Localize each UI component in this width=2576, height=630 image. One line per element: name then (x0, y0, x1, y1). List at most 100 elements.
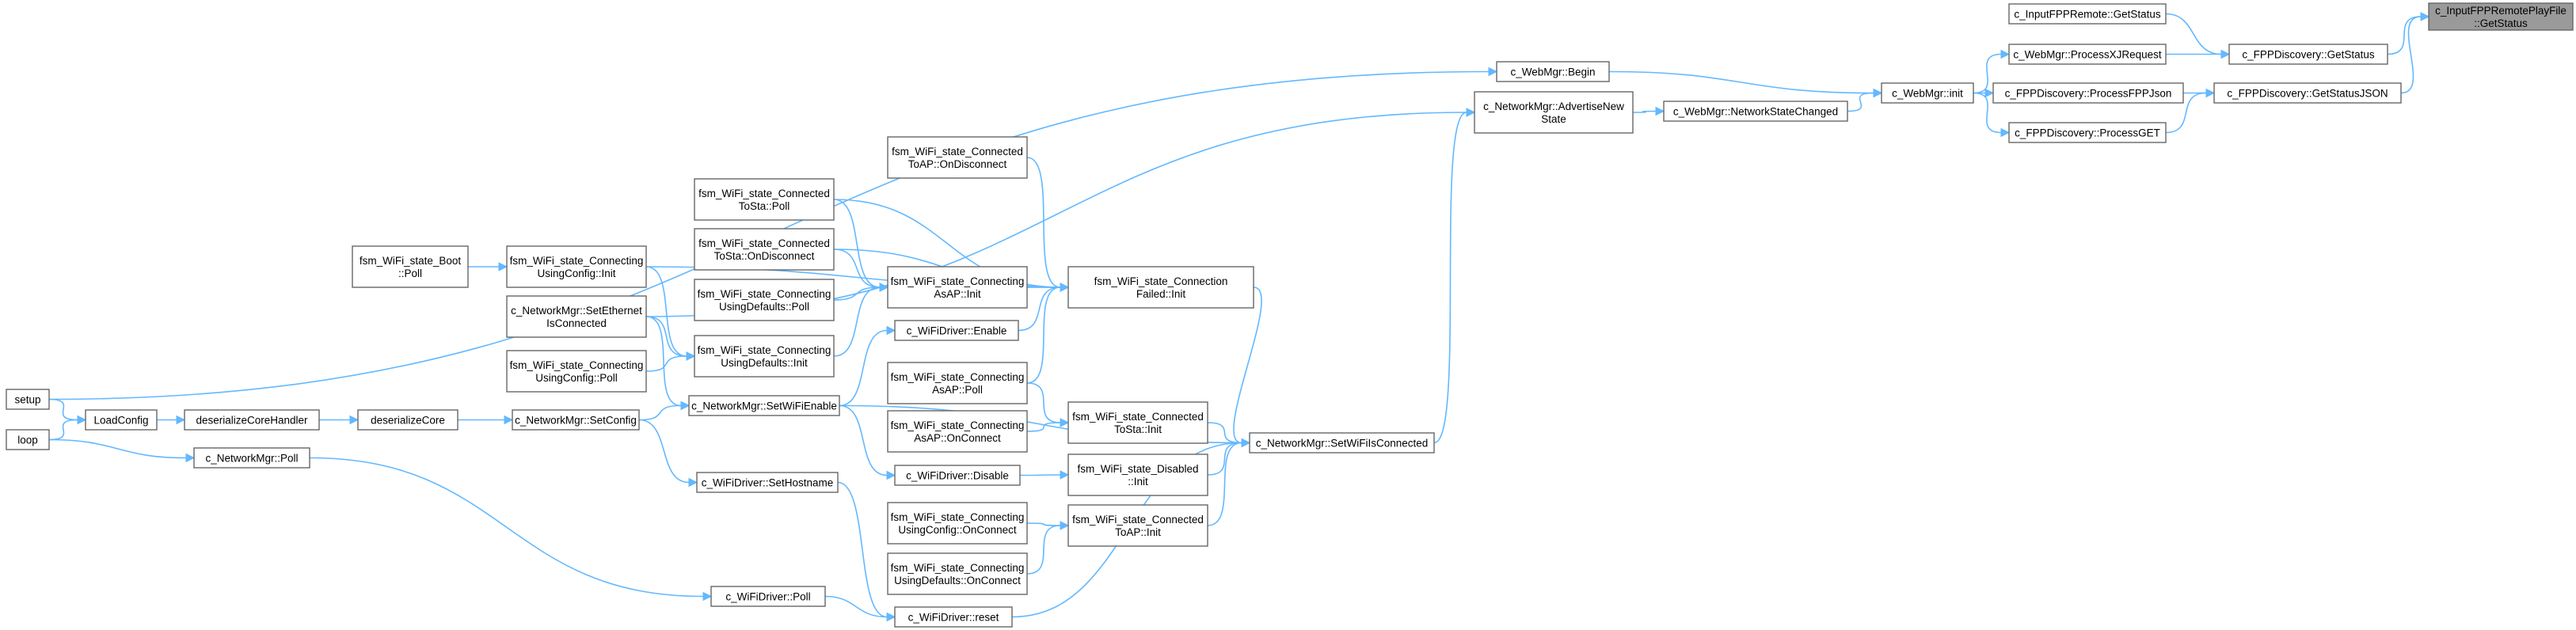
node-label: deserializeCoreHandler (196, 415, 308, 427)
arrowhead (1241, 438, 1251, 448)
node-processxj[interactable]: c_WebMgr::ProcessXJRequest (2008, 44, 2167, 65)
node-disabled-init[interactable]: fsm_WiFi_state_Disabled::Init (1067, 454, 1208, 496)
edge-setwifi-isconnected-to-advertise (1433, 108, 1476, 444)
node-sta-ondisconnect[interactable]: fsm_WiFi_state_ConnectedToSta::OnDisconn… (694, 228, 835, 271)
edge-line (824, 595, 888, 618)
node-setup[interactable]: setup (6, 389, 50, 410)
node-setconfig[interactable]: c_NetworkMgr::SetConfig (512, 409, 640, 431)
edge-processget-to-getstatusjson (2165, 88, 2216, 134)
node-box (184, 409, 320, 431)
node-label: UsingConfig::Init (537, 268, 615, 279)
node-label: c_WiFiDriver::SetHostname (702, 477, 834, 489)
node-label: fsm_WiFi_state_Connecting (891, 371, 1025, 383)
node-label: ::Poll (398, 268, 422, 279)
node-label: Failed::Init (1136, 288, 1186, 300)
node-wifidriver-reset[interactable]: c_WiFiDriver::reset (894, 606, 1013, 628)
node-label: c_FPPDiscovery::ProcessFPPJson (2005, 88, 2172, 100)
edge-setwifienable-to-wifidriver-disable (839, 404, 896, 480)
node-wifidriver-poll[interactable]: c_WiFiDriver::Poll (710, 586, 826, 607)
node-config-init[interactable]: fsm_WiFi_state_ConnectingUsingConfig::In… (506, 245, 647, 288)
node-target[interactable]: c_InputFPPRemotePlayFile::GetStatus (2428, 2, 2574, 31)
arrowhead (886, 612, 896, 622)
node-label: LoadConfig (93, 415, 148, 427)
node-box (696, 472, 839, 493)
node-config-onconnect[interactable]: fsm_WiFi_state_ConnectingUsingConfig::On… (887, 502, 1028, 545)
node-box (2213, 82, 2402, 104)
arrowhead (185, 453, 196, 463)
node-boot-poll[interactable]: fsm_WiFi_state_Boot::Poll (352, 245, 469, 288)
node-box (2008, 44, 2167, 65)
arrowhead (1466, 108, 1476, 117)
edge-line (837, 481, 888, 618)
node-defaults-onconnect[interactable]: fsm_WiFi_state_ConnectingUsingDefaults::… (887, 552, 1028, 595)
node-box (887, 362, 1028, 404)
node-networkmgr-poll[interactable]: c_NetworkMgr::Poll (193, 447, 310, 469)
node-label: fsm_WiFi_state_Connecting (891, 419, 1025, 431)
node-label: c_WebMgr::init (1892, 88, 1963, 100)
node-webmgr-init[interactable]: c_WebMgr::init (1881, 82, 1974, 104)
node-label: AsAP::OnConnect (914, 432, 1001, 444)
node-label: fsm_WiFi_state_Connecting (510, 359, 644, 371)
edge-line (645, 316, 682, 407)
node-setwifi-isconnected[interactable]: c_NetworkMgr::SetWiFiIsConnected (1249, 432, 1435, 454)
node-loadconfig[interactable]: LoadConfig (85, 409, 158, 431)
edge-setconfig-to-sethostname (638, 419, 698, 488)
node-processget[interactable]: c_FPPDiscovery::ProcessGET (2008, 122, 2167, 143)
node-label: ToSta::Init (1114, 423, 1162, 435)
edge-advertise-to-netstatechanged (1632, 106, 1665, 116)
arrowhead (504, 415, 514, 425)
edge-loop-to-networkmgr-poll (48, 438, 196, 463)
node-wifidriver-disable[interactable]: c_WiFiDriver::Disable (894, 465, 1021, 486)
node-box (1067, 266, 1254, 309)
edge-setconfig-to-setwifienable (638, 400, 691, 421)
node-box (2428, 2, 2574, 31)
node-webmgr-begin[interactable]: c_WebMgr::Begin (1496, 61, 1610, 82)
edge-line (638, 419, 690, 484)
edge-line (1847, 92, 1874, 112)
edge-line (1026, 157, 1061, 288)
node-getstatusjson[interactable]: c_FPPDiscovery::GetStatusJSON (2213, 82, 2402, 104)
node-ap-ondisconnect[interactable]: fsm_WiFi_state_ConnectedToAP::OnDisconne… (887, 136, 1028, 179)
node-defaults-init[interactable]: fsm_WiFi_state_ConnectingUsingDefaults::… (694, 335, 835, 378)
edge-setethernet-to-setwifienable (645, 316, 691, 411)
node-deserializecorehandler[interactable]: deserializeCoreHandler (184, 409, 320, 431)
edge-line (1207, 442, 1242, 476)
arrowhead (1984, 88, 1995, 98)
node-loop[interactable]: loop (6, 429, 50, 450)
arrowhead (349, 415, 360, 425)
node-box (710, 586, 826, 607)
edge-line (1026, 382, 1061, 423)
node-sethostname[interactable]: c_WiFiDriver::SetHostname (696, 472, 839, 493)
edge-line (839, 404, 888, 476)
node-box (887, 502, 1028, 545)
node-config-poll[interactable]: fsm_WiFi_state_ConnectingUsingConfig::Po… (506, 350, 647, 393)
edge-line (309, 457, 704, 598)
node-netstatechanged[interactable]: c_WebMgr::NetworkStateChanged (1663, 101, 1848, 122)
node-remote-getstatus[interactable]: c_InputFPPRemote::GetStatus (2008, 3, 2167, 25)
nodes-layer: c_InputFPPRemotePlayFile::GetStatus c_Inp… (6, 2, 2574, 628)
edge-line (645, 355, 687, 372)
node-defaults-poll[interactable]: fsm_WiFi_state_ConnectingUsingDefaults::… (694, 279, 835, 321)
node-wifidriver-enable[interactable]: c_WiFiDriver::Enable (894, 320, 1019, 341)
node-label: c_FPPDiscovery::GetStatus (2242, 49, 2375, 61)
node-processfppjson[interactable]: c_FPPDiscovery::ProcessFPPJson (1992, 82, 2184, 104)
edge-line (839, 329, 888, 407)
node-fpp-getstatus[interactable]: c_FPPDiscovery::GetStatus (2228, 44, 2388, 65)
edge-line (833, 287, 881, 301)
node-setwifienable[interactable]: c_NetworkMgr::SetWiFiEnable (688, 395, 840, 416)
node-box (6, 429, 50, 450)
node-box (506, 245, 647, 288)
node-box (1249, 432, 1435, 454)
edge-defaults-init-to-asap-init (833, 283, 889, 357)
arrowhead (1060, 283, 1070, 292)
node-deserializecore[interactable]: deserializeCore (357, 409, 459, 431)
